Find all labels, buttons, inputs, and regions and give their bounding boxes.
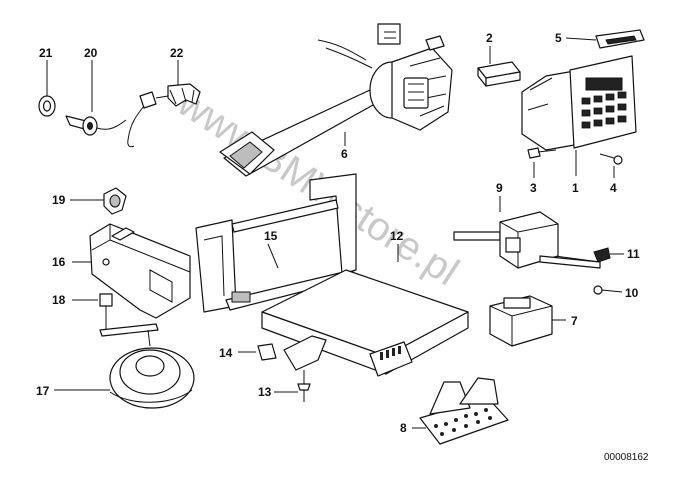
callout-6: 6 — [341, 147, 348, 161]
callout-13: 13 — [258, 385, 272, 399]
callout-21: 21 — [39, 46, 53, 60]
callout-15: 15 — [264, 229, 278, 243]
callout-7: 7 — [571, 314, 578, 328]
callout-16: 16 — [52, 255, 66, 269]
callout-14: 14 — [219, 346, 233, 360]
callout-3: 3 — [530, 181, 537, 195]
part-4-screw[interactable] — [599, 153, 623, 178]
part-18-bolt[interactable] — [72, 293, 113, 330]
callout-2: 2 — [486, 31, 493, 45]
part-15-frame[interactable] — [195, 173, 357, 313]
part-19-clip[interactable] — [70, 187, 127, 215]
part-11-clip[interactable] — [593, 247, 624, 263]
part-3-screw[interactable] — [527, 147, 557, 178]
part-7-relay[interactable] — [489, 295, 566, 347]
callout-20: 20 — [84, 46, 98, 60]
part-10-screw[interactable] — [593, 285, 623, 295]
callout-12: 12 — [390, 229, 404, 243]
part-6-combination-switch[interactable] — [219, 23, 453, 177]
part-21-washer[interactable] — [38, 60, 56, 117]
part-17-horn[interactable] — [54, 323, 195, 409]
callout-5: 5 — [555, 31, 562, 45]
part-16-bracket[interactable] — [72, 223, 191, 319]
part-14-clip[interactable] — [238, 343, 277, 361]
callout-1: 1 — [572, 181, 579, 195]
part-2-relay-module[interactable] — [477, 46, 521, 87]
part-12-control-unit[interactable] — [261, 244, 469, 377]
part-1-control-unit[interactable] — [521, 55, 637, 176]
callout-18: 18 — [52, 293, 66, 307]
part-8-holder[interactable] — [412, 377, 509, 445]
callout-11: 11 — [627, 247, 640, 261]
callout-19: 19 — [52, 193, 66, 207]
part-22-bracket[interactable] — [127, 60, 201, 148]
part-13-screw[interactable] — [274, 370, 311, 402]
part-9-relay[interactable] — [453, 196, 601, 269]
part-5-trim-strip[interactable] — [565, 29, 645, 49]
diagram-code: 00008162 — [604, 452, 649, 463]
callout-8: 8 — [400, 421, 407, 435]
callout-10: 10 — [625, 286, 639, 300]
callout-22: 22 — [170, 46, 184, 60]
callout-9: 9 — [496, 181, 503, 195]
callout-4: 4 — [610, 181, 617, 195]
callout-17: 17 — [36, 384, 50, 398]
part-20-contact[interactable] — [65, 60, 127, 136]
